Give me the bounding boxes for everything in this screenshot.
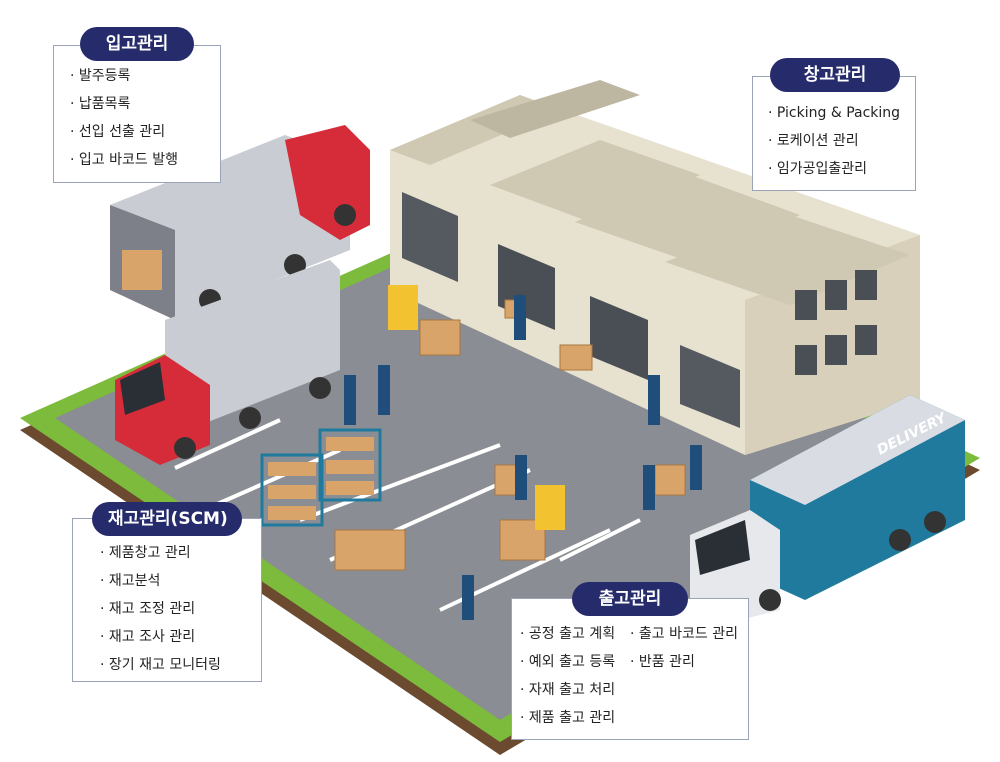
warehouse-list: Picking & Packing 로케이션 관리 임가공입출관리 xyxy=(768,99,900,183)
list-item: 임가공입출관리 xyxy=(768,155,900,183)
pallet-icon xyxy=(334,299,686,571)
list-item: 입고 바코드 발행 xyxy=(70,146,178,174)
list-item: 재고분석 xyxy=(100,567,221,595)
truck-icon: DELIVERY xyxy=(690,395,965,625)
list-item: 제품 출고 관리 xyxy=(520,704,615,732)
outbound-title: 출고관리 xyxy=(572,582,688,616)
list-item: 재고 조사 관리 xyxy=(100,623,221,651)
inbound-list: 발주등록 납품목록 선입 선출 관리 입고 바코드 발행 xyxy=(70,62,178,174)
inventory-title: 재고관리(SCM) xyxy=(92,502,242,536)
list-item: 출고 바코드 관리 xyxy=(630,620,738,648)
list-item: 반품 관리 xyxy=(630,648,738,676)
outbound-list-right: 출고 바코드 관리 반품 관리 xyxy=(630,620,738,676)
truck-icon xyxy=(115,260,340,465)
forklift-icon xyxy=(388,285,565,530)
list-item: 예외 출고 등록 xyxy=(520,648,615,676)
list-item: 공정 출고 계획 xyxy=(520,620,615,648)
list-item: 선입 선출 관리 xyxy=(70,118,178,146)
list-item: 로케이션 관리 xyxy=(768,127,900,155)
outbound-list-left: 공정 출고 계획 예외 출고 등록 자재 출고 처리 제품 출고 관리 xyxy=(520,620,615,732)
list-item: Picking & Packing xyxy=(768,99,900,127)
warehouse-title: 창고관리 xyxy=(770,58,900,92)
list-item: 장기 재고 모니터링 xyxy=(100,651,221,679)
list-item: 재고 조정 관리 xyxy=(100,595,221,623)
warehouse-building xyxy=(390,80,920,455)
inbound-title: 입고관리 xyxy=(80,27,194,61)
list-item: 제품창고 관리 xyxy=(100,539,221,567)
list-item: 납품목록 xyxy=(70,90,178,118)
list-item: 자재 출고 처리 xyxy=(520,676,615,704)
shelf-rack-icon xyxy=(260,428,382,527)
worker-icon xyxy=(344,295,702,620)
list-item: 발주등록 xyxy=(70,62,178,90)
inventory-list: 제품창고 관리 재고분석 재고 조정 관리 재고 조사 관리 장기 재고 모니터… xyxy=(100,539,221,679)
